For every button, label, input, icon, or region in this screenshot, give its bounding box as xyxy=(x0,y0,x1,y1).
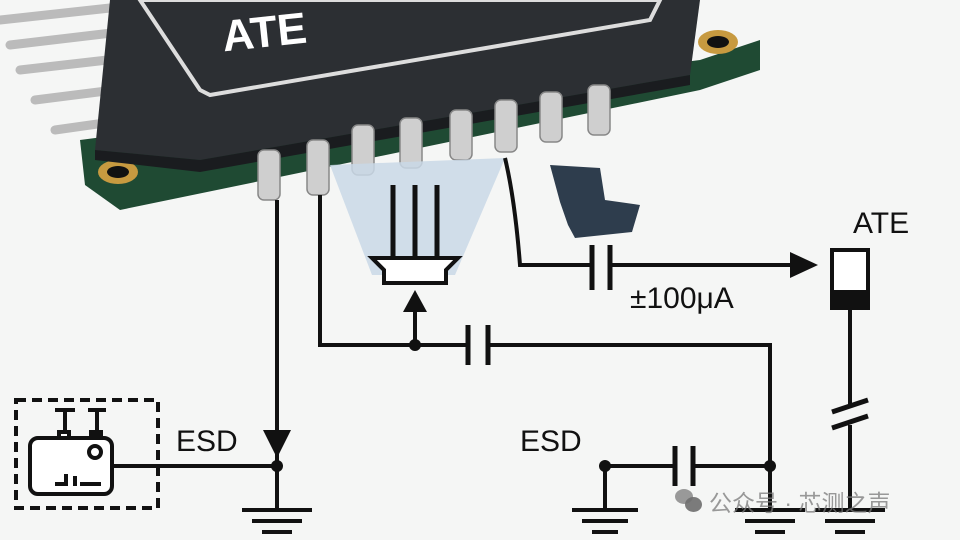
arrow-up-icon xyxy=(403,290,427,312)
ground-symbols xyxy=(242,508,885,534)
chip-outline xyxy=(137,0,663,98)
capacitors xyxy=(465,245,869,486)
pointer-hand-icon xyxy=(550,165,640,238)
junction-dots xyxy=(271,339,776,472)
chip-label: ATE xyxy=(219,3,310,62)
device-icon xyxy=(28,408,114,496)
probe-speaker-icon xyxy=(367,256,463,285)
arrow-down-icon xyxy=(263,430,291,458)
esd-label-right: ESD xyxy=(520,425,582,458)
ate-label: ATE xyxy=(853,207,910,240)
watermark-text: 公众号 · 芯测之声 xyxy=(709,490,891,516)
arrow-right-icon xyxy=(790,252,818,278)
watermark: 公众号 · 芯测之声 xyxy=(675,484,890,518)
wechat-icon xyxy=(675,489,703,513)
esd-label-left: ESD xyxy=(176,425,238,458)
wires xyxy=(112,157,852,510)
chip-body xyxy=(95,0,700,160)
chip-bottom-pins xyxy=(257,84,611,201)
protected-device-dashed-box xyxy=(14,398,160,510)
current-label: ±100μA xyxy=(630,282,734,315)
